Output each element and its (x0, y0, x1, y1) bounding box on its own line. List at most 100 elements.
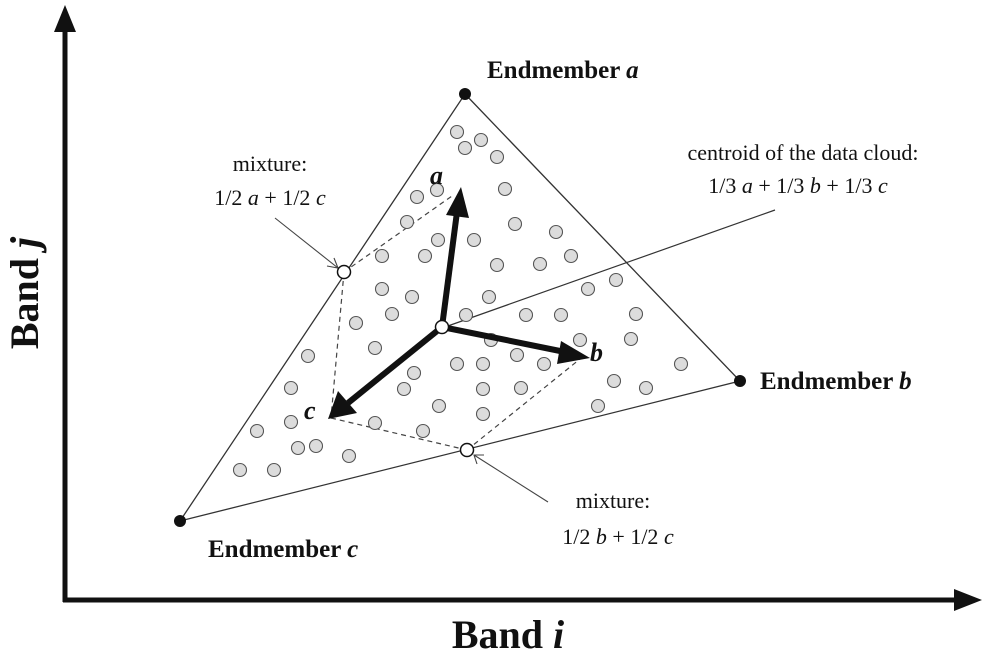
x-axis-title: Band i (452, 612, 564, 655)
data-point (489, 257, 505, 273)
data-point (606, 373, 622, 389)
mixture-bc-line1: mixture: (576, 488, 651, 513)
data-point (475, 406, 491, 422)
pointer-head-bc (473, 454, 484, 465)
data-point (431, 398, 447, 414)
data-point (466, 232, 482, 248)
endmember-b-label: Endmember b (760, 368, 912, 395)
data-point (341, 448, 357, 464)
data-point (348, 315, 364, 331)
data-point (406, 365, 422, 381)
annotation-centroid: centroid of the data cloud: 1/3 a + 1/3 … (688, 140, 919, 198)
centroid-line2: 1/3 a + 1/3 b + 1/3 c (708, 173, 888, 198)
mixture-bc-point (459, 442, 475, 458)
dashed-line (343, 195, 453, 273)
data-point (580, 281, 596, 297)
data-point (367, 415, 383, 431)
data-point (415, 423, 431, 439)
data-point (638, 380, 654, 396)
data-point (458, 307, 474, 323)
data-point (590, 398, 606, 414)
data-point (572, 332, 588, 348)
vector-b-head (557, 341, 590, 364)
data-point (563, 248, 579, 264)
data-point (409, 189, 425, 205)
data-point (374, 281, 390, 297)
data-point (374, 248, 390, 264)
pointer-line-bc (473, 454, 549, 503)
annotation-mixture-ac: mixture: 1/2 a + 1/2 c (214, 151, 326, 210)
endmember-a-point (459, 88, 471, 100)
data-point (449, 356, 465, 372)
vector-b-label: b (590, 338, 603, 367)
data-point (518, 307, 534, 323)
data-point (509, 347, 525, 363)
data-point (399, 214, 415, 230)
vector-a-head (446, 187, 469, 218)
data-point (417, 248, 433, 264)
endmember-b-point (734, 375, 746, 387)
data-point (481, 289, 497, 305)
data-point (232, 462, 248, 478)
vector-b-shaft (441, 324, 566, 355)
vector-c-label: c (304, 396, 316, 425)
vector-c-shaft (346, 324, 444, 406)
data-point (628, 306, 644, 322)
centroid-leader-line (444, 209, 776, 328)
data-point (475, 381, 491, 397)
centroid-point (434, 319, 450, 335)
pointer-line-ac (274, 217, 339, 269)
data-point (548, 224, 564, 240)
data-point (553, 307, 569, 323)
data-point (396, 381, 412, 397)
mixture-ac-line1: mixture: (233, 151, 308, 176)
data-cloud (232, 124, 689, 478)
data-point (300, 348, 316, 364)
annotation-mixture-bc: mixture: 1/2 b + 1/2 c (562, 488, 674, 549)
x-axis-arrowhead (954, 589, 982, 611)
dashed-line (330, 417, 468, 451)
data-point (384, 306, 400, 322)
data-point (449, 124, 465, 140)
endmember-a-label: Endmember a (487, 57, 639, 84)
data-point (404, 289, 420, 305)
data-point (623, 331, 639, 347)
data-point (266, 462, 282, 478)
annotation-pointers (274, 217, 549, 503)
data-point (367, 340, 383, 356)
vector-a-label: a (430, 161, 443, 190)
dashed-line (330, 271, 345, 419)
data-point (507, 216, 523, 232)
dashed-line (466, 354, 586, 451)
data-point (430, 232, 446, 248)
data-point (249, 423, 265, 439)
data-point (290, 440, 306, 456)
mixture-bc-line2: 1/2 b + 1/2 c (562, 524, 674, 549)
data-point (457, 140, 473, 156)
data-point (473, 132, 489, 148)
mixture-dashed-lines (330, 195, 586, 451)
data-point (673, 356, 689, 372)
vector-a-shaft (439, 211, 460, 328)
endmember-c-point (174, 515, 186, 527)
axes (54, 5, 982, 611)
data-point (513, 380, 529, 396)
data-point (283, 380, 299, 396)
y-axis-title: Band j (2, 236, 47, 349)
endmember-vectors (328, 187, 590, 419)
data-point (536, 356, 552, 372)
data-point (608, 272, 624, 288)
endmember-c-label: Endmember c (208, 536, 358, 563)
data-point (532, 256, 548, 272)
mixture-ac-point (336, 264, 352, 280)
vector-c-head (328, 391, 357, 419)
data-point (308, 438, 324, 454)
data-point (489, 149, 505, 165)
data-point (497, 181, 513, 197)
y-axis-arrowhead (54, 5, 76, 32)
mixture-ac-line2: 1/2 a + 1/2 c (214, 185, 326, 210)
data-point (429, 182, 445, 198)
data-point (283, 414, 299, 430)
data-point (475, 356, 491, 372)
